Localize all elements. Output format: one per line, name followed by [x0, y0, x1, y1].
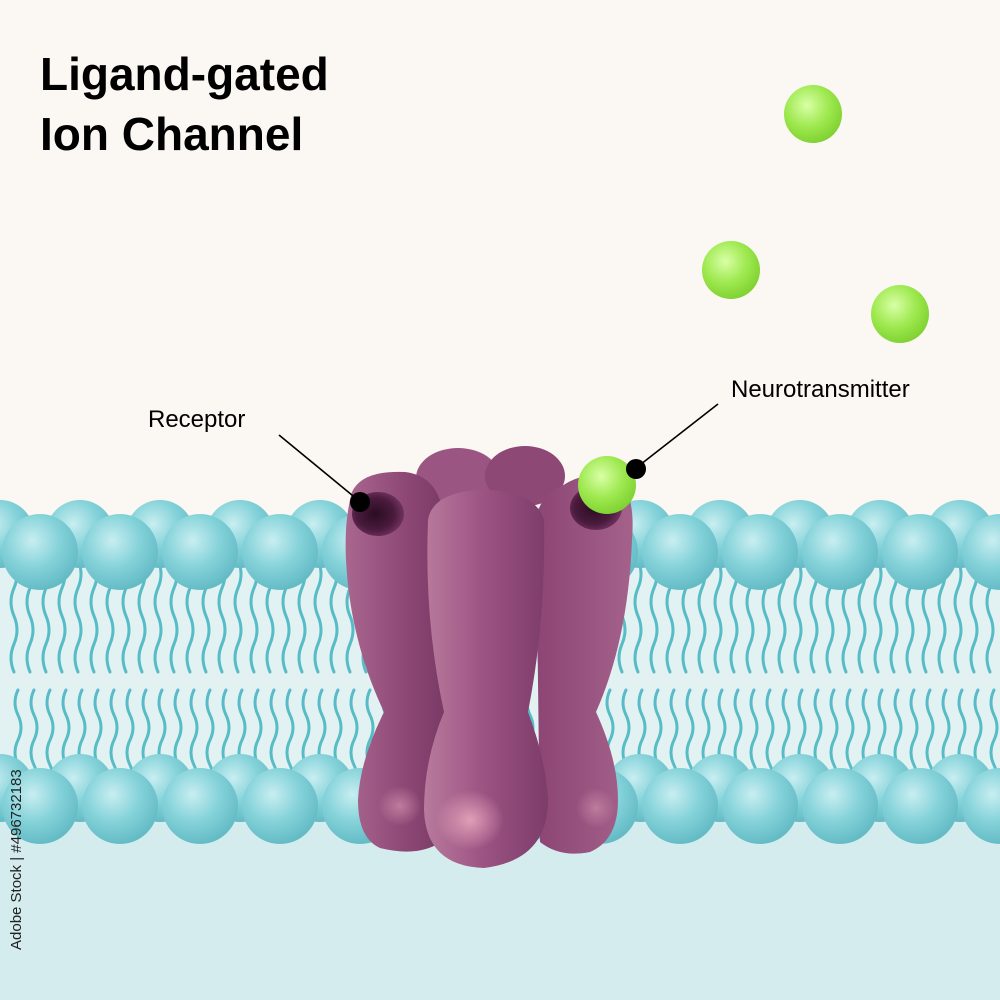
phospholipid-head — [242, 768, 318, 844]
lipid-tail — [873, 558, 883, 674]
neurotransmitter-molecule — [702, 241, 760, 299]
neurotransmitter-molecule — [784, 85, 842, 143]
page-title: Ligand-gated Ion Channel — [40, 44, 329, 164]
receptor-pointer-dot — [350, 492, 370, 512]
lipid-tail — [953, 558, 963, 674]
lipid-tail — [713, 558, 723, 674]
phospholipid-head — [2, 768, 78, 844]
receptor-label: Receptor — [148, 406, 246, 433]
neurotransmitter-molecule — [871, 285, 929, 343]
phospholipid-head — [882, 514, 958, 590]
lipid-tail — [313, 558, 323, 674]
neurotransmitter-leader-line — [635, 403, 719, 469]
phospholipid-head — [162, 514, 238, 590]
neurotransmitter-pointer-dot — [626, 459, 646, 479]
phospholipid-head — [882, 768, 958, 844]
ion-channel-protein — [345, 446, 633, 868]
phospholipid-head — [722, 514, 798, 590]
lipid-tail — [233, 558, 243, 674]
phospholipid-head — [2, 514, 78, 590]
phospholipid-head — [642, 514, 718, 590]
phospholipid-head — [802, 768, 878, 844]
title-line-2: Ion Channel — [40, 108, 304, 160]
lipid-tail — [633, 558, 643, 674]
lipid-tail — [73, 558, 83, 674]
bound-neurotransmitter — [578, 456, 636, 514]
phospholipid-head — [242, 514, 318, 590]
phospholipid-head — [82, 514, 158, 590]
lipid-tail — [153, 558, 163, 674]
phospholipid-head — [642, 768, 718, 844]
phospholipid-head — [722, 768, 798, 844]
phospholipid-head — [962, 514, 1000, 590]
lipid-tail — [793, 558, 803, 674]
phospholipid-head — [82, 768, 158, 844]
stock-watermark: Adobe Stock | #496732183 — [8, 769, 25, 950]
phospholipid-head — [802, 514, 878, 590]
receptor-leader-line — [278, 434, 359, 501]
title-line-1: Ligand-gated — [40, 48, 329, 100]
phospholipid-head — [162, 768, 238, 844]
neurotransmitter-label: Neurotransmitter — [731, 376, 910, 403]
phospholipid-head — [962, 768, 1000, 844]
